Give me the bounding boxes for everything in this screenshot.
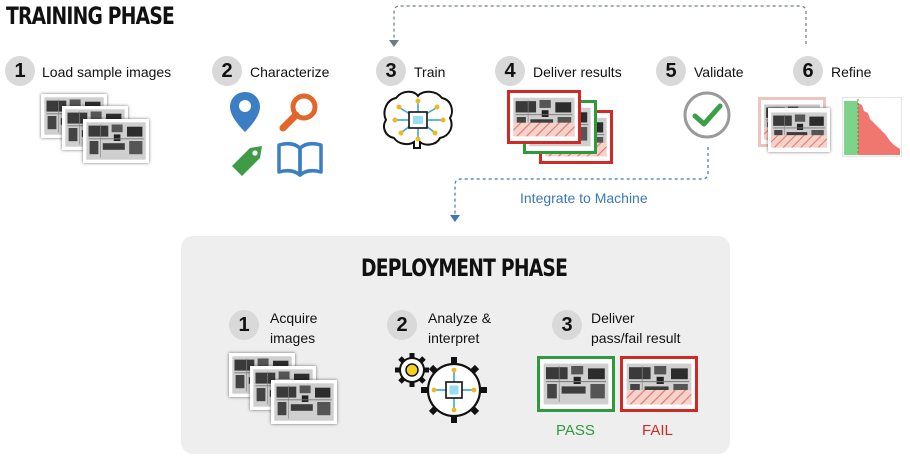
refine-histogram-icon	[842, 97, 902, 157]
refine-image-front	[768, 108, 830, 152]
integrate-label: Integrate to Machine	[520, 190, 648, 206]
tag-icon	[232, 146, 262, 176]
refine-loop-arrow	[389, 5, 807, 47]
training-step-3-label: Train	[414, 64, 446, 80]
deploy-step-1-line2: images	[270, 330, 316, 346]
checkmark-icon	[683, 91, 731, 139]
book-icon	[277, 142, 323, 177]
pass-label: PASS	[556, 422, 595, 439]
deploy-step-2-line1: Analyze &	[428, 310, 492, 326]
training-step-4-number: 4	[495, 56, 525, 86]
deploy-step-2-line2: interpret	[428, 330, 480, 346]
location-pin-icon	[230, 92, 260, 132]
result-image-1	[507, 90, 581, 144]
deploy-step-3-line1: Deliver	[591, 310, 635, 326]
sample-image-3	[83, 119, 149, 163]
training-step-5-number: 5	[656, 56, 686, 86]
training-step-1-label: Load sample images	[42, 64, 172, 80]
training-step-6-label: Refine	[831, 64, 872, 80]
acquire-image-3	[271, 380, 337, 424]
pass-result-image	[537, 356, 615, 412]
deploy-step-1-number: 1	[229, 310, 259, 340]
brain-chip-icon	[383, 90, 453, 149]
deployment-phase-title: DEPLOYMENT PHASE	[361, 254, 568, 282]
deploy-step-3-line2: pass/fail result	[591, 330, 681, 346]
training-step-5-label: Validate	[694, 64, 744, 80]
training-step-1-number: 1	[5, 56, 35, 86]
deploy-step-3-number: 3	[552, 310, 582, 340]
deploy-step-1-line1: Acquire	[270, 310, 318, 326]
integrate-arrow	[450, 147, 709, 222]
training-step-4-label: Deliver results	[533, 64, 622, 80]
gear-chip-icon	[395, 353, 487, 423]
fail-result-image	[620, 356, 698, 412]
training-step-3-number: 3	[376, 56, 406, 86]
training-phase-title: TRAINING PHASE	[6, 2, 175, 30]
fail-label: FAIL	[642, 422, 673, 439]
training-step-2-number: 2	[212, 56, 242, 86]
training-step-2-label: Characterize	[250, 64, 330, 80]
training-step-6-number: 6	[793, 56, 823, 86]
deploy-step-2-number: 2	[387, 310, 417, 340]
magnifier-icon	[279, 93, 318, 132]
